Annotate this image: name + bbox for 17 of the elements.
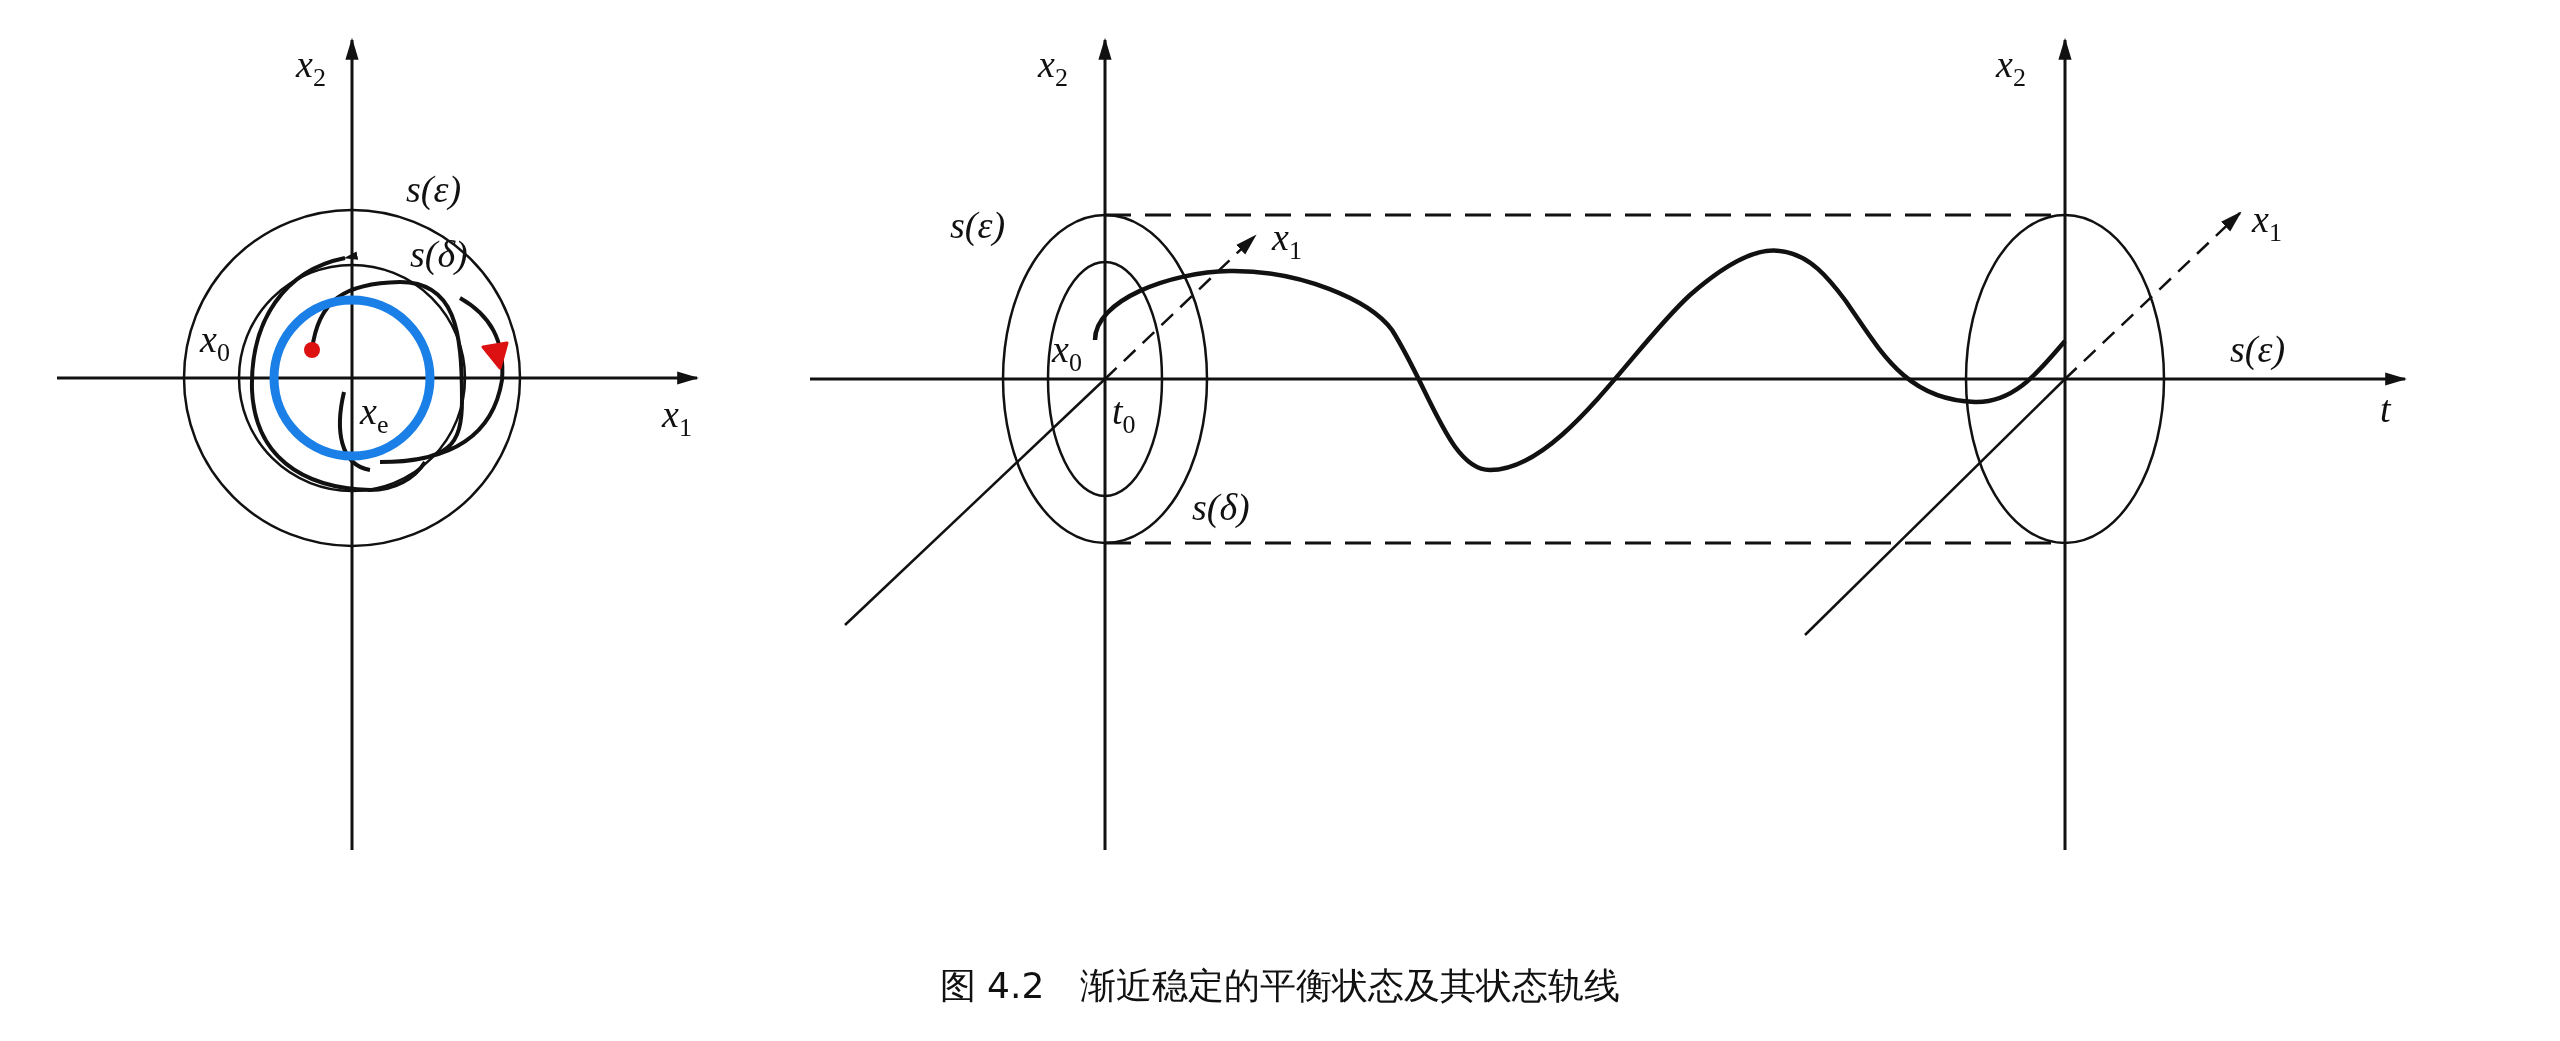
figure-caption: 图 4.2 渐近稳定的平衡状态及其状态轨线 xyxy=(939,964,1621,1008)
axis-label: x$_{0}$ xyxy=(200,320,230,366)
axis-label: s(ε) xyxy=(406,170,462,208)
axis-label: s(ε) xyxy=(950,206,1006,244)
axis-label: x$_{2}$ xyxy=(1996,45,2026,91)
axis-label: t xyxy=(2380,390,2391,428)
axis-label: s(δ) xyxy=(410,235,468,273)
axis-label: s(δ) xyxy=(1192,488,1250,526)
axis-label: x$_{2}$ xyxy=(1038,45,1068,91)
axis-label: x$_{2}$ xyxy=(296,45,326,91)
axis-label: x$_{e}$ xyxy=(360,392,389,438)
axis-label: x$_{1}$ xyxy=(662,395,692,441)
axis-label: x$_{0}$ xyxy=(1052,330,1082,376)
axis-label: s(ε) xyxy=(2230,330,2286,368)
axis-label: x$_{1}$ xyxy=(1272,218,1302,264)
axis-label: x$_{1}$ xyxy=(2252,200,2282,246)
axis-label: t$_{0}$ xyxy=(1112,392,1136,438)
